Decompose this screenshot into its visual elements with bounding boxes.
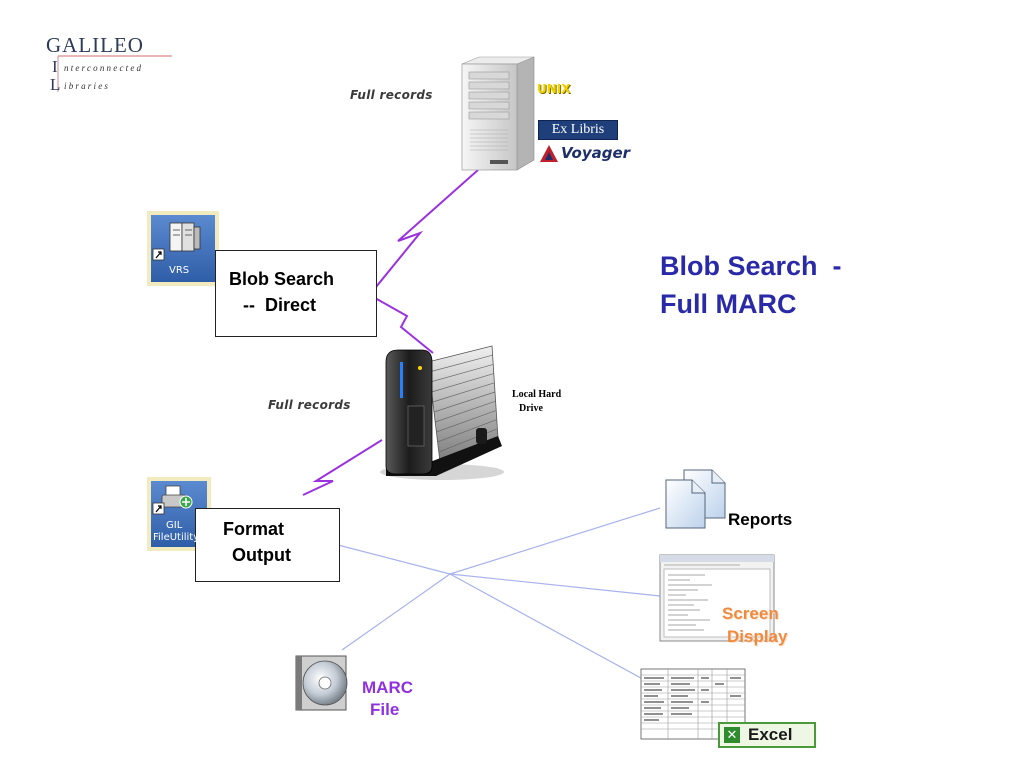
lightning-connectors (302, 169, 479, 496)
output-connectors (337, 507, 661, 684)
server-full-records-caption: Full records (350, 88, 433, 102)
ex-libris-badge: Ex Libris (538, 120, 618, 140)
marc-file-cd-icon (295, 655, 348, 711)
marc-file-label-line2: File (370, 700, 400, 719)
vrs-shortcut-icon[interactable] (147, 211, 219, 286)
format-output-line1: Format (223, 519, 285, 539)
local-hard-drive-icon (380, 345, 504, 480)
logo-line2-initial: L (50, 75, 61, 94)
logo-wordmark: GALILEO (46, 33, 144, 57)
local-hard-drive-label-line1: Local Hard (512, 389, 562, 400)
lightning-drive-to-format-output (302, 439, 383, 496)
logo-line2-text: ibraries (64, 81, 111, 91)
connector-hub-to-reports (449, 507, 661, 575)
printer-icon (161, 485, 193, 509)
local-hard-drive-label-line2: Drive (519, 403, 543, 414)
blob-search-line1: Blob Search (229, 269, 335, 289)
connector-hub-to-excel (449, 573, 651, 684)
excel-icon: ✕ (724, 727, 740, 743)
voyager-badge: Voyager (561, 144, 631, 162)
excel-spreadsheet-thumbnail (640, 668, 746, 740)
excel-label: Excel (748, 725, 793, 744)
marc-file-label-line1: MARC (362, 678, 413, 697)
screen-display-label-line2: Display (727, 627, 788, 646)
logo-line1-initial: I (52, 57, 58, 76)
connector-hub-to-marc (341, 573, 451, 651)
unix-badge: UNIX (537, 82, 571, 96)
blob-search-line2: -- Direct (243, 295, 317, 315)
screen-display-thumbnail (659, 554, 775, 642)
blob-search-direct-box: Blob Search -- Direct (215, 250, 377, 337)
books-icon (169, 222, 201, 252)
connector-hub-to-screen (449, 573, 661, 597)
reports-label: Reports (728, 510, 793, 529)
reports-documents-icon (665, 469, 726, 529)
format-output-box: Format Output (195, 508, 340, 582)
gil-icon-label-line2: FileUtility (153, 532, 200, 543)
drive-full-records-caption: Full records (268, 398, 351, 412)
vrs-icon-label: VRS (169, 265, 190, 276)
logo-line1-text: nterconnected (64, 63, 144, 73)
shortcut-arrow-icon (152, 248, 165, 261)
shortcut-arrow-icon (152, 502, 165, 515)
lightning-server-to-blob-search (375, 169, 479, 288)
slide-title-line2: Full MARC (660, 289, 797, 319)
gil-icon-label-line1: GIL (166, 520, 183, 531)
format-output-line2: Output (232, 545, 291, 565)
slide-title-line1: Blob Search - (660, 251, 842, 281)
lightning-blob-search-to-drive (374, 297, 434, 354)
screen-display-label-line1: Screen (722, 604, 779, 623)
server-tower-icon (461, 56, 535, 171)
connector-format-to-hub (337, 544, 451, 575)
voyager-logo-icon (540, 145, 558, 162)
excel-badge: ✕ Excel (718, 722, 816, 748)
